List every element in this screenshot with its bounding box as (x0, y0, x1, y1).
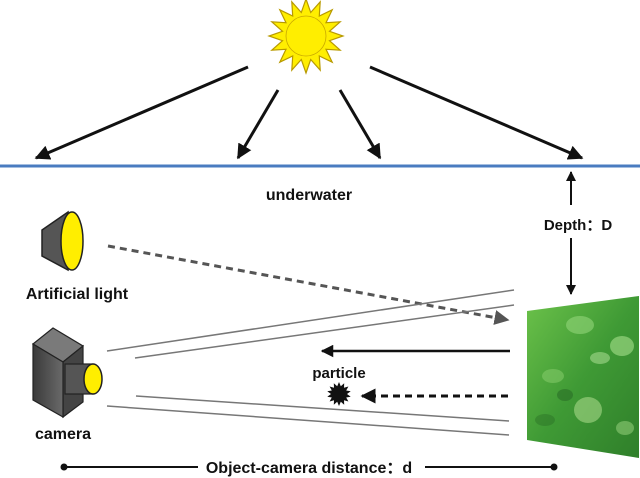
camera-icon (31, 327, 103, 419)
scattered-light-line (106, 289, 515, 352)
sunray-arrow (236, 89, 280, 160)
scattered-light-line (134, 304, 515, 359)
distance-label: Object-camera distance：d (206, 460, 412, 477)
particle-icon (327, 382, 351, 406)
distance-arrow (60, 463, 558, 471)
underwater-label: underwater (266, 187, 352, 204)
scattered-light-line (106, 405, 510, 436)
spotlight-icon (41, 210, 84, 272)
scattered-light-line (135, 395, 510, 422)
sun-icon (267, 0, 345, 75)
underwater-scene-image (527, 296, 639, 458)
sunray-arrow (34, 65, 249, 160)
depth-label: Depth：D (544, 217, 612, 234)
sunray-arrow (369, 65, 584, 160)
sunray-arrow (338, 89, 382, 160)
particle-label: particle (312, 365, 365, 382)
light-ray-dashed-arrow (107, 244, 510, 325)
camera-label: camera (35, 426, 91, 443)
artificial-light-label: Artificial light (26, 286, 129, 303)
